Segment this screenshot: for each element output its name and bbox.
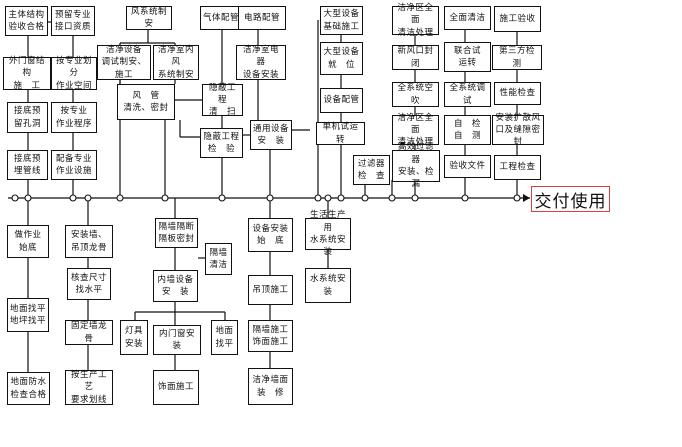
step-water-system-2: 水系统安装 bbox=[305, 268, 351, 303]
step-hidden-clean: 隐蔽工程 清 扫 bbox=[202, 83, 243, 117]
step-diffuser-seal: 安装扩散风 口及缝隙密封 bbox=[492, 113, 544, 147]
step-process-line: 按生产工艺 要求划线 bbox=[65, 370, 113, 405]
step-reserve-interfaces: 预留专业 接口资质 bbox=[51, 6, 95, 36]
step-clean-room-air: 洁净室内风 系统制安 bbox=[153, 45, 199, 80]
step-wall-keel: 安装墙、 吊顶龙骨 bbox=[65, 225, 113, 258]
step-divide-space: 按专业划分 作业空间 bbox=[51, 56, 97, 91]
step-base-work: 做作业 始底 bbox=[7, 225, 49, 258]
step-gas-pipe: 气体配管 bbox=[200, 6, 242, 30]
step-inner-door: 内门窗安装 bbox=[153, 325, 201, 355]
step-clean-zone-2: 洁净区全面 清洁处理 bbox=[392, 113, 439, 147]
step-finish-work: 饰面施工 bbox=[153, 370, 199, 405]
final-delivery: 交付使用 bbox=[531, 186, 610, 212]
step-ceiling: 吊顶施工 bbox=[248, 275, 293, 305]
step-air-system: 风系统制安 bbox=[126, 6, 172, 30]
step-clean-zone-1: 洁净区全面 清洁处理 bbox=[392, 3, 439, 38]
step-self-check: 自 检 自 测 bbox=[444, 115, 491, 145]
step-system-debug: 全系统调试 bbox=[444, 82, 491, 107]
step-construction-acceptance: 施工验收 bbox=[494, 6, 541, 32]
step-hepa-install: 高效过滤器 安装、检漏 bbox=[392, 142, 440, 189]
step-project-check: 工程检查 bbox=[494, 155, 541, 180]
step-partition-clean: 隔墙 清洁 bbox=[205, 243, 232, 275]
step-system-blow: 全系统空吹 bbox=[392, 82, 439, 107]
step-joint-test: 联合试 运转 bbox=[444, 42, 491, 72]
step-check-size: 核查尺寸 找水平 bbox=[67, 268, 111, 300]
step-full-clean: 全面清洁 bbox=[444, 6, 491, 30]
step-acceptance-docs: 验收文件 bbox=[444, 155, 491, 178]
step-clean-equipment: 洁净设备 调试制安、施工 bbox=[97, 45, 151, 80]
step-floor-smooth: 地面 找平 bbox=[211, 320, 238, 355]
step-structure-acceptance: 主体结构 验收合格 bbox=[5, 6, 48, 36]
step-general-equipment: 通用设备 安 装 bbox=[250, 120, 292, 150]
step-single-test: 单机试运转 bbox=[316, 122, 365, 145]
step-hidden-inspect: 隐蔽工程 检 验 bbox=[200, 128, 243, 158]
step-work-procedure: 按专业 作业程序 bbox=[51, 102, 97, 133]
step-equipment-pipe: 设备配管 bbox=[320, 88, 363, 113]
step-exterior-windows: 外门窗结构 施 工 bbox=[3, 56, 51, 91]
step-lamp-install: 灯具 安装 bbox=[120, 320, 148, 355]
step-filter-check: 过滤器 检 查 bbox=[353, 155, 390, 185]
step-large-position: 大型设备 就 位 bbox=[320, 42, 363, 75]
step-floor-level: 地面找平 地坪找平 bbox=[7, 298, 49, 332]
step-floor-waterproof: 地面防水 检查合格 bbox=[7, 372, 50, 405]
step-fix-keel: 固定墙龙骨 bbox=[65, 320, 113, 345]
step-equipment-base: 设备安装 始 底 bbox=[248, 218, 293, 252]
step-electric-pipe: 电路配管 bbox=[238, 6, 286, 30]
step-large-foundation: 大型设备 基础施工 bbox=[320, 6, 363, 35]
step-performance: 性能检查 bbox=[494, 82, 541, 105]
step-inner-equipment: 内墙设备 安 装 bbox=[153, 270, 198, 302]
step-fresh-air-seal: 新风口封闭 bbox=[392, 45, 439, 70]
step-work-facilities: 配备专业 作业设施 bbox=[51, 150, 97, 180]
step-third-party: 第三方检测 bbox=[492, 45, 542, 70]
step-water-system-1: 生活生产用 水系统安装 bbox=[305, 210, 351, 257]
step-embed-pipes: 接底预 埋管线 bbox=[7, 150, 48, 180]
step-partition-seal: 隔墙隔断 隔板密封 bbox=[155, 218, 198, 248]
step-clean-wall: 洁净墙面 装 修 bbox=[248, 368, 293, 405]
step-partition-finish: 隔墙施工 饰面施工 bbox=[248, 320, 293, 352]
step-duct-clean: 风 管 清洗、密封 bbox=[117, 84, 175, 120]
step-electric-equipment: 洁净室电器 设备安装 bbox=[236, 45, 286, 80]
step-reserve-holes: 接底预 留孔洞 bbox=[7, 102, 48, 133]
